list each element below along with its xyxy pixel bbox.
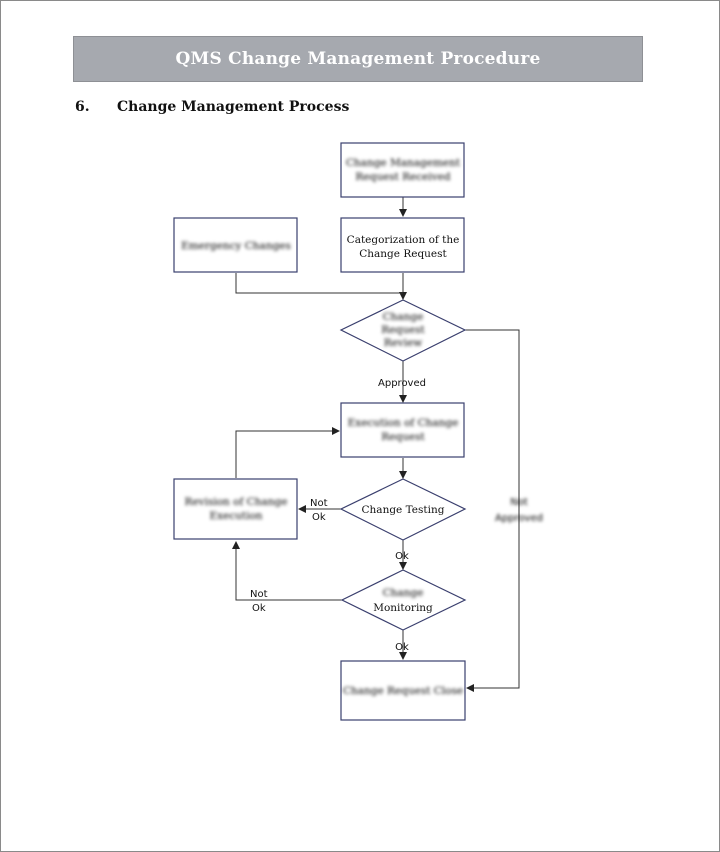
node-request-received: Change Management Request Received bbox=[340, 142, 465, 198]
node-box bbox=[340, 142, 465, 198]
node-box bbox=[340, 217, 465, 273]
node-label-line2: Monitoring bbox=[373, 602, 433, 614]
decision-diamond bbox=[339, 478, 467, 541]
decision-diamond bbox=[339, 299, 467, 362]
node-categorization: Categorization of the Change Request bbox=[340, 217, 465, 273]
blurred-label: Emergency Changes bbox=[181, 240, 291, 252]
node-box bbox=[173, 478, 298, 540]
section-heading: 6. Change Management Process bbox=[75, 99, 349, 115]
node-label-line1: Emergency Changes bbox=[181, 240, 291, 252]
edge-review-not-approved-to-close bbox=[465, 329, 520, 692]
node-label-line1: Change bbox=[383, 311, 424, 323]
node-monitoring: Change Monitoring bbox=[340, 569, 467, 631]
node-revision: Revision of Change Execution bbox=[173, 478, 298, 540]
edge-label-testing-ok: Ok bbox=[395, 551, 409, 562]
blurred-label: Revision of Change Execution bbox=[185, 496, 288, 522]
node-execution: Execution of Change Request bbox=[340, 402, 465, 458]
node-label-line2: Request bbox=[381, 431, 425, 443]
node-box bbox=[340, 402, 465, 458]
edge-label-monitoring-ok: Ok bbox=[395, 642, 409, 653]
node-box bbox=[340, 660, 466, 721]
edge-label-testing-not: Not bbox=[310, 498, 328, 509]
node-label-line1: Categorization of the bbox=[347, 234, 460, 246]
node-emergency-changes: Emergency Changes bbox=[173, 217, 298, 273]
node-label-line2: Request bbox=[381, 324, 425, 336]
edge-label-not-approved-2: Approved bbox=[495, 513, 543, 524]
node-label-line2: Request Received bbox=[355, 171, 450, 183]
edge-label-monitoring-ok-suffix: Ok bbox=[252, 603, 266, 614]
edge-label-monitoring-not: Not bbox=[250, 589, 268, 600]
edge-emergency-to-review bbox=[235, 273, 403, 294]
document-title: QMS Change Management Procedure bbox=[175, 49, 541, 69]
node-label-line3: Review bbox=[384, 337, 423, 349]
decision-diamond bbox=[340, 569, 467, 631]
edge-label-not-approved-1: Not bbox=[510, 497, 528, 508]
blurred-label: Change bbox=[383, 587, 424, 599]
blurred-label: Change Request Close bbox=[343, 685, 463, 697]
node-label-line1: Change Request Close bbox=[343, 685, 463, 697]
node-label-line1: Revision of Change bbox=[185, 496, 288, 508]
edge-label-approved: Approved bbox=[378, 378, 426, 389]
blurred-label: Execution of Change Request bbox=[348, 417, 459, 443]
edge-monitoring-not-ok-to-revision bbox=[232, 541, 342, 601]
edge-label-testing-ok-suffix: Ok bbox=[312, 512, 326, 523]
section-title: Change Management Process bbox=[117, 99, 350, 115]
blurred-label: Change Management Request Received bbox=[346, 157, 461, 183]
node-label-line1: Change Testing bbox=[362, 504, 445, 516]
blurred-label: Change Request Review bbox=[381, 311, 425, 349]
node-label-line2: Change Request bbox=[359, 248, 447, 260]
node-label-line1: Change Management bbox=[346, 157, 461, 169]
node-review-decision: Change Request Review bbox=[339, 299, 467, 362]
node-box bbox=[173, 217, 298, 273]
edge-revision-to-execution bbox=[235, 427, 340, 478]
header-bar: QMS Change Management Procedure bbox=[73, 36, 643, 82]
section-number: 6. bbox=[75, 99, 90, 115]
connectors bbox=[232, 197, 520, 692]
node-label-line1: Change bbox=[383, 587, 424, 599]
blurred-edge-label: Not Approved bbox=[495, 497, 543, 524]
node-close: Change Request Close bbox=[340, 660, 466, 721]
node-label-line2: Execution bbox=[209, 510, 262, 522]
node-change-testing: Change Testing bbox=[339, 478, 467, 541]
node-label-line1: Execution of Change bbox=[348, 417, 459, 429]
